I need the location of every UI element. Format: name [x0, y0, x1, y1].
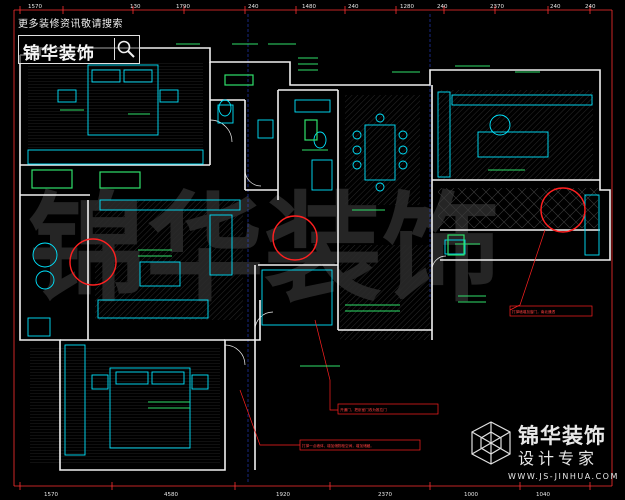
- axis-lines: [247, 14, 431, 482]
- search-icon: [114, 38, 137, 60]
- dim-top-3: 240: [248, 4, 259, 10]
- dim-bottom-3: 2370: [378, 492, 392, 498]
- bedroom-floor: [28, 62, 203, 152]
- dim-top-6: 1280: [400, 4, 414, 10]
- kitchen-floor: [438, 90, 593, 180]
- cube-logo-icon: [468, 418, 514, 474]
- brand-url: WWW.JS-JINHUA.COM: [508, 472, 619, 481]
- master-bedroom-floor: [30, 348, 220, 463]
- dim-top-4: 1480: [302, 4, 316, 10]
- dim-top-2: 1790: [176, 4, 190, 10]
- dim-top-1: 130: [130, 4, 141, 10]
- leader-lines: [239, 229, 546, 446]
- note-door: 开通门，把卧室门改为推拉门: [340, 407, 387, 412]
- dim-top-5: 240: [348, 4, 359, 10]
- dim-top-8: 2370: [490, 4, 504, 10]
- dim-bottom-2: 1920: [276, 492, 290, 498]
- note-window: 打掉墙增加窗门，南北通透: [512, 309, 556, 314]
- dim-top-0: 1570: [28, 4, 42, 10]
- dim-bottom-0: 1570: [44, 492, 58, 498]
- dimension-labels: 1570 130 1790 240 1480 240 1280 240 2370…: [28, 4, 596, 498]
- top-banner-text: 更多装修资讯敬请搜索: [18, 19, 123, 30]
- balcony-floor: [438, 188, 598, 228]
- brand-block: 锦华装饰 设计专家 WWW.JS-JINHUA.COM: [468, 418, 618, 486]
- dining-floor: [345, 95, 420, 205]
- green-fixtures: [31, 74, 465, 256]
- note-boxes: [299, 305, 593, 451]
- annotation-marks: [60, 43, 540, 409]
- dim-bottom-4: 1000: [464, 492, 478, 498]
- highlight-circles: [69, 187, 586, 286]
- dim-top-10: 240: [585, 4, 596, 10]
- furniture: [27, 64, 600, 456]
- living-floor: [95, 200, 243, 320]
- brand-name: 锦华装饰: [518, 423, 606, 448]
- hall-floor: [340, 245, 430, 340]
- dim-bottom-5: 1040: [536, 492, 550, 498]
- doors: [209, 119, 447, 366]
- top-logo: 锦华装饰: [18, 35, 140, 64]
- dim-bottom-1: 4580: [164, 492, 178, 498]
- note-storage: 打掉一点墙体，增加储物柜空间，增加储藏。: [302, 443, 374, 448]
- dim-top-9: 240: [550, 4, 561, 10]
- dimension-lines: [13, 6, 613, 490]
- brand-slogan: 设计专家: [518, 449, 599, 468]
- dim-top-7: 240: [437, 4, 448, 10]
- top-logo-text: 锦华装饰: [23, 44, 95, 64]
